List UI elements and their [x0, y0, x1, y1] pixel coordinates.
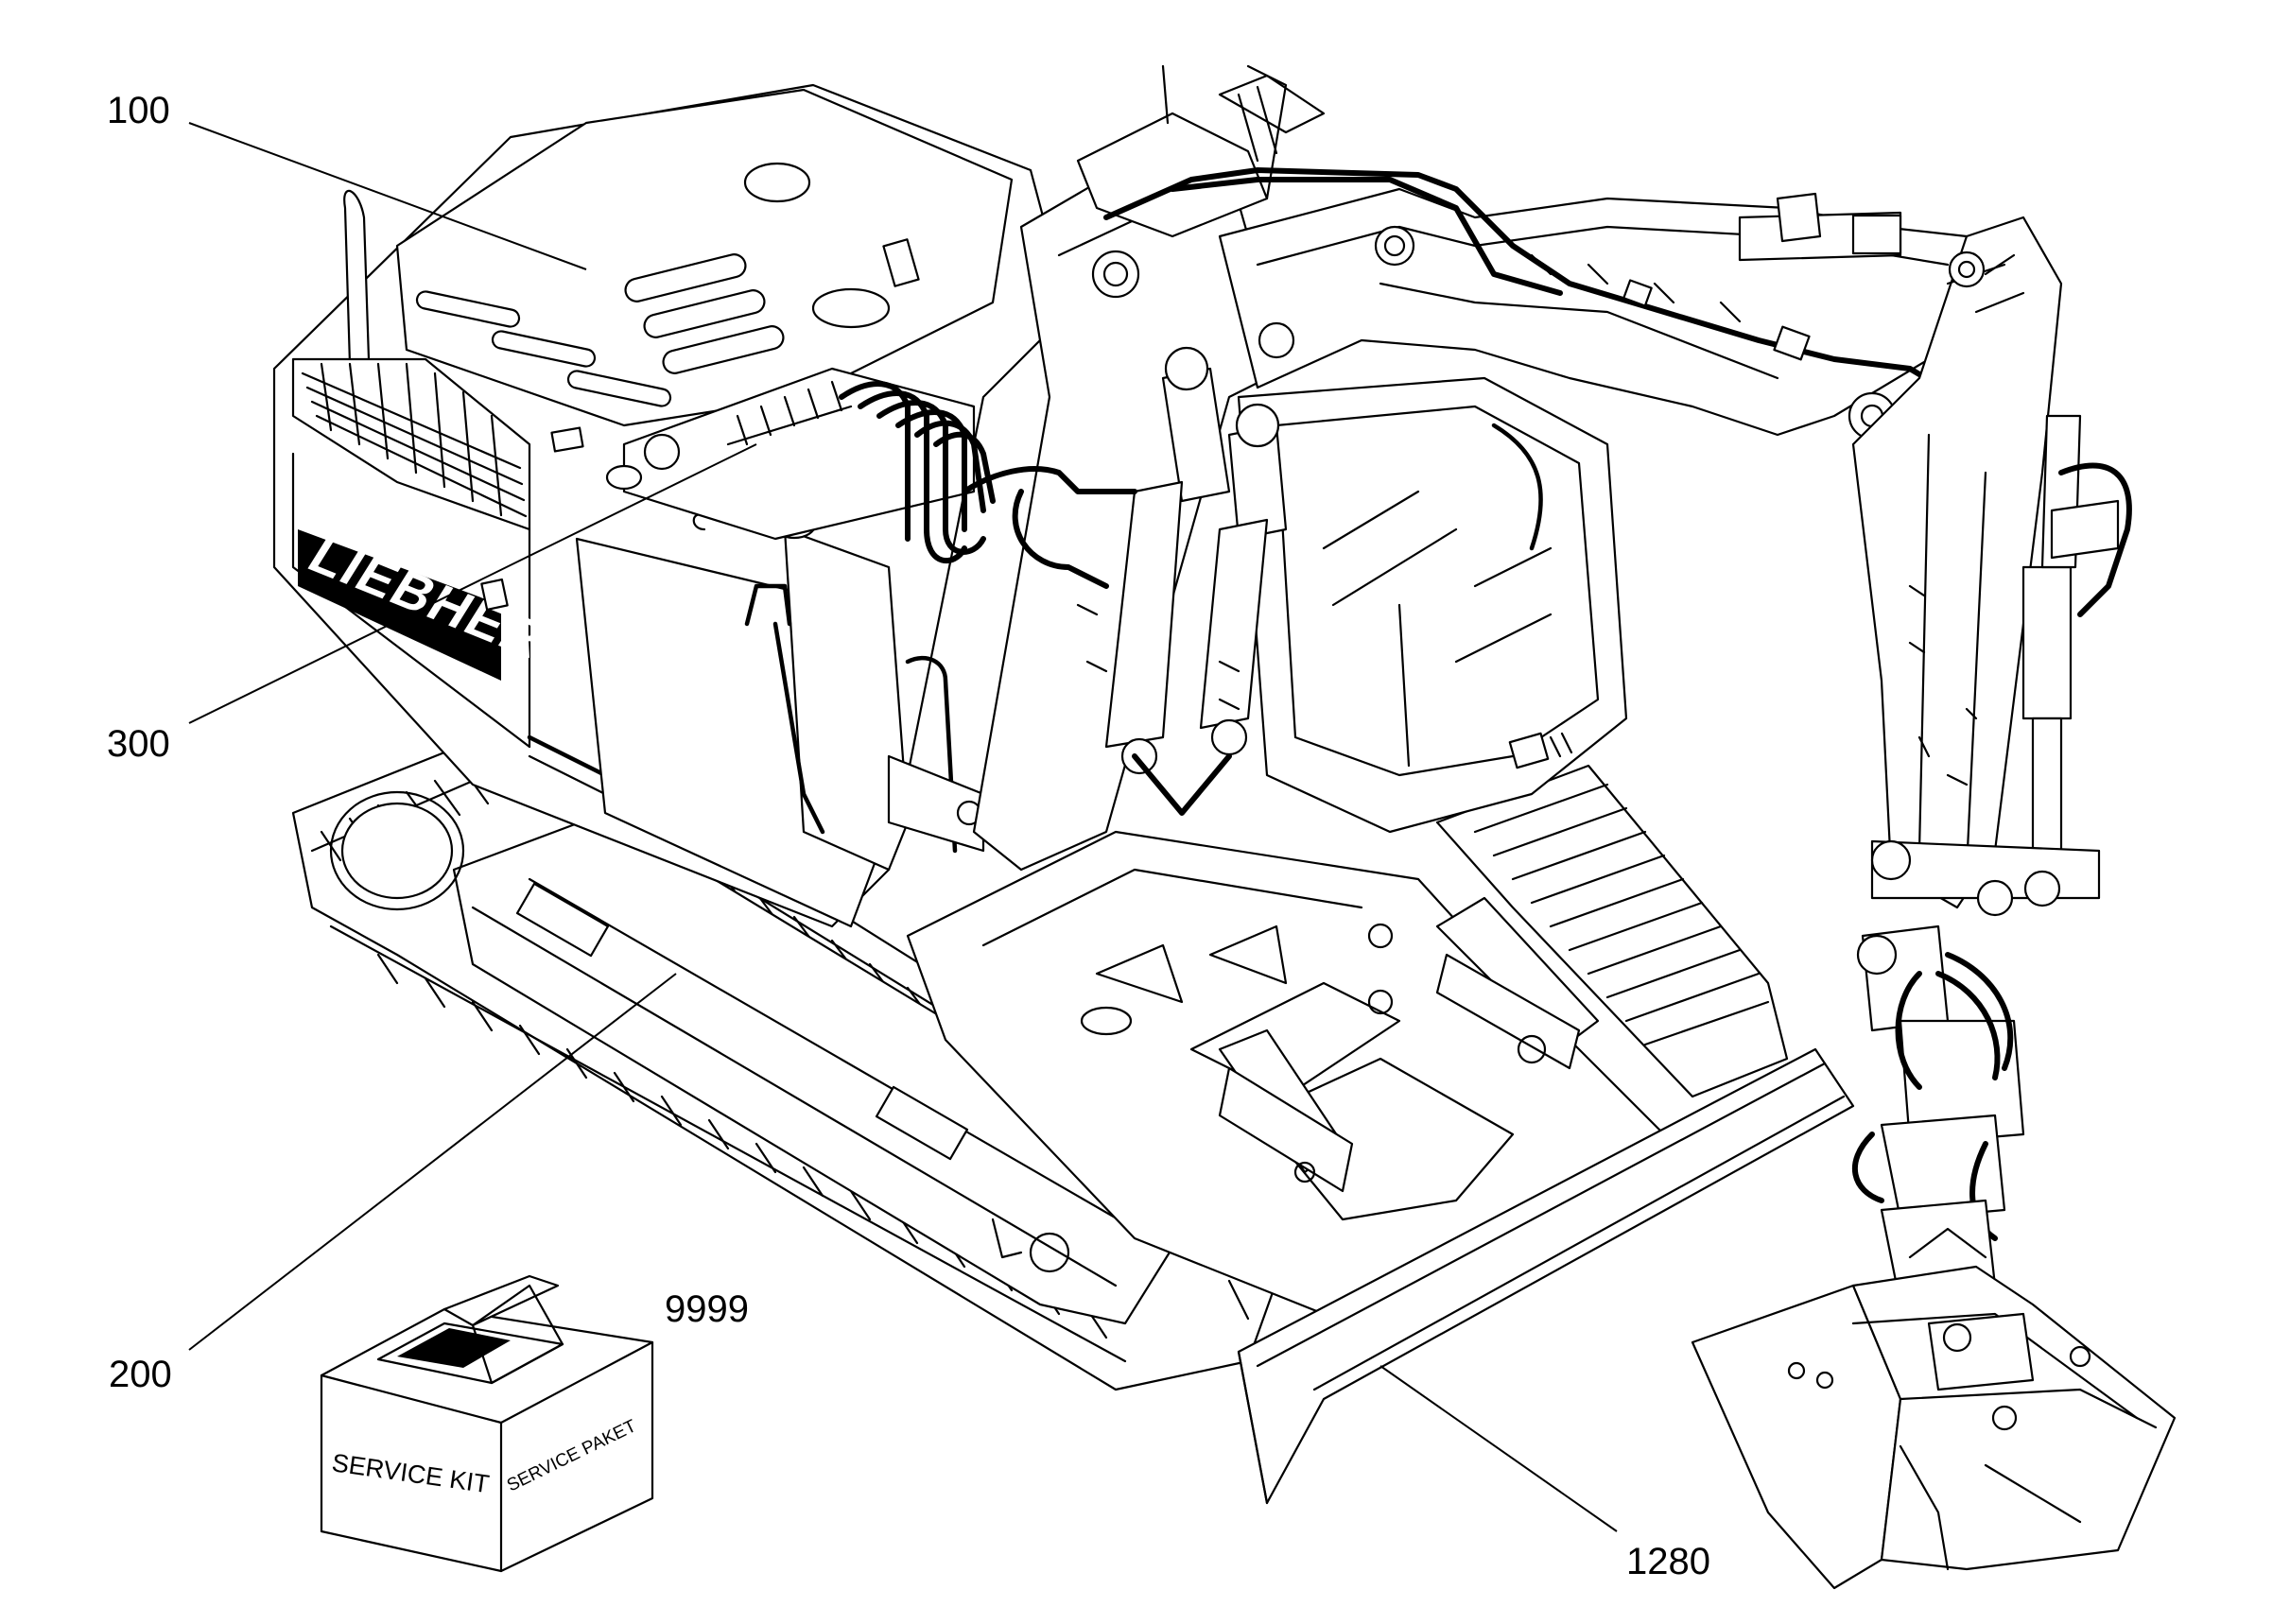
dozer-blade — [1237, 1047, 1855, 1505]
callout-leaders — [188, 122, 1618, 1532]
callout-9999: 9999 — [665, 1288, 749, 1330]
left-crawler-track — [291, 717, 1297, 1391]
callout-1280: 1280 — [1626, 1541, 1710, 1582]
boom-cylinders — [962, 346, 1288, 816]
service-kit-box: SERVICE KIT SERVICE PAKET — [320, 1274, 654, 1573]
right-crawler-track — [1435, 764, 1789, 1098]
blade-linkage — [1218, 896, 1600, 1193]
bucket — [1691, 1265, 2177, 1590]
callout-labels: 100 300 200 9999 1280 — [107, 90, 1710, 1582]
side-grille — [291, 357, 531, 531]
console-hoses — [839, 381, 996, 564]
operator-cab — [1237, 376, 1628, 834]
callout-100: 100 — [107, 90, 170, 131]
callout-200: 200 — [109, 1354, 172, 1395]
hood-vents — [415, 253, 785, 407]
boom — [972, 64, 2007, 872]
uppercarriage: LIEBHERR — [272, 83, 1070, 928]
callout-300: 300 — [107, 723, 170, 765]
